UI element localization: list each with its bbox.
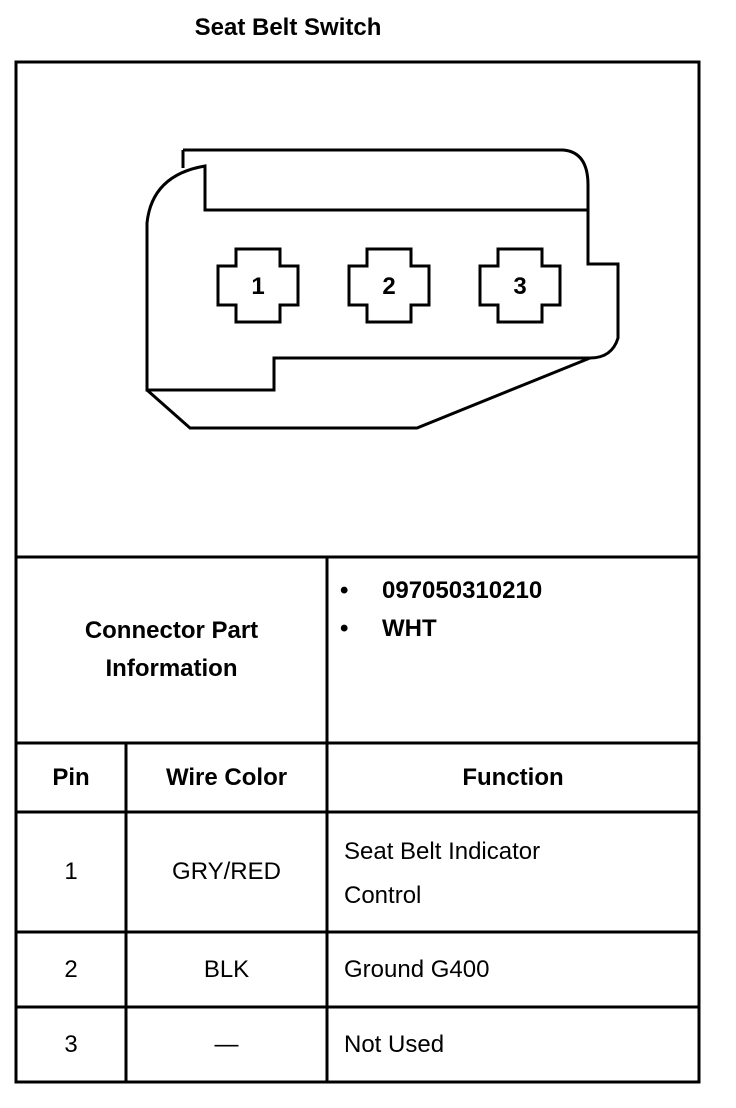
header-pin: Pin (52, 763, 90, 791)
row-2-wire: BLK (203, 955, 250, 983)
connector-body (145, 148, 620, 430)
table-grid (14, 60, 701, 1084)
row-1-wire: GRY/RED (172, 858, 281, 885)
cavity-label-1: 1 (251, 273, 264, 300)
cavity-2 (347, 247, 431, 324)
part-info-item: •WHT (340, 615, 437, 642)
cavity-3 (478, 247, 562, 324)
part-info-label: Connector Part Information (84, 617, 259, 682)
cavity-label-2: 2 (382, 273, 395, 300)
cavity-label-3: 3 (513, 273, 526, 300)
header-function: Function (462, 763, 564, 791)
row-3-pin: 3 (64, 1030, 78, 1058)
cavity-shapes (216, 247, 562, 324)
row-2-pin: 2 (64, 955, 78, 983)
part-info-list: •097050310210 •WHT (340, 572, 542, 648)
cavity-1 (216, 247, 300, 324)
diagram-title: Seat Belt Switch (194, 14, 382, 41)
header-wire-color: Wire Color (165, 763, 288, 791)
row-2-function: Ground G400 (344, 955, 490, 983)
row-3-function: Not Used (344, 1030, 445, 1058)
row-1-function: Seat Belt Indicator Control (344, 838, 541, 909)
part-info-item: •097050310210 (340, 577, 543, 604)
row-3-wire: — (214, 1030, 239, 1058)
row-1-pin: 1 (64, 858, 78, 885)
